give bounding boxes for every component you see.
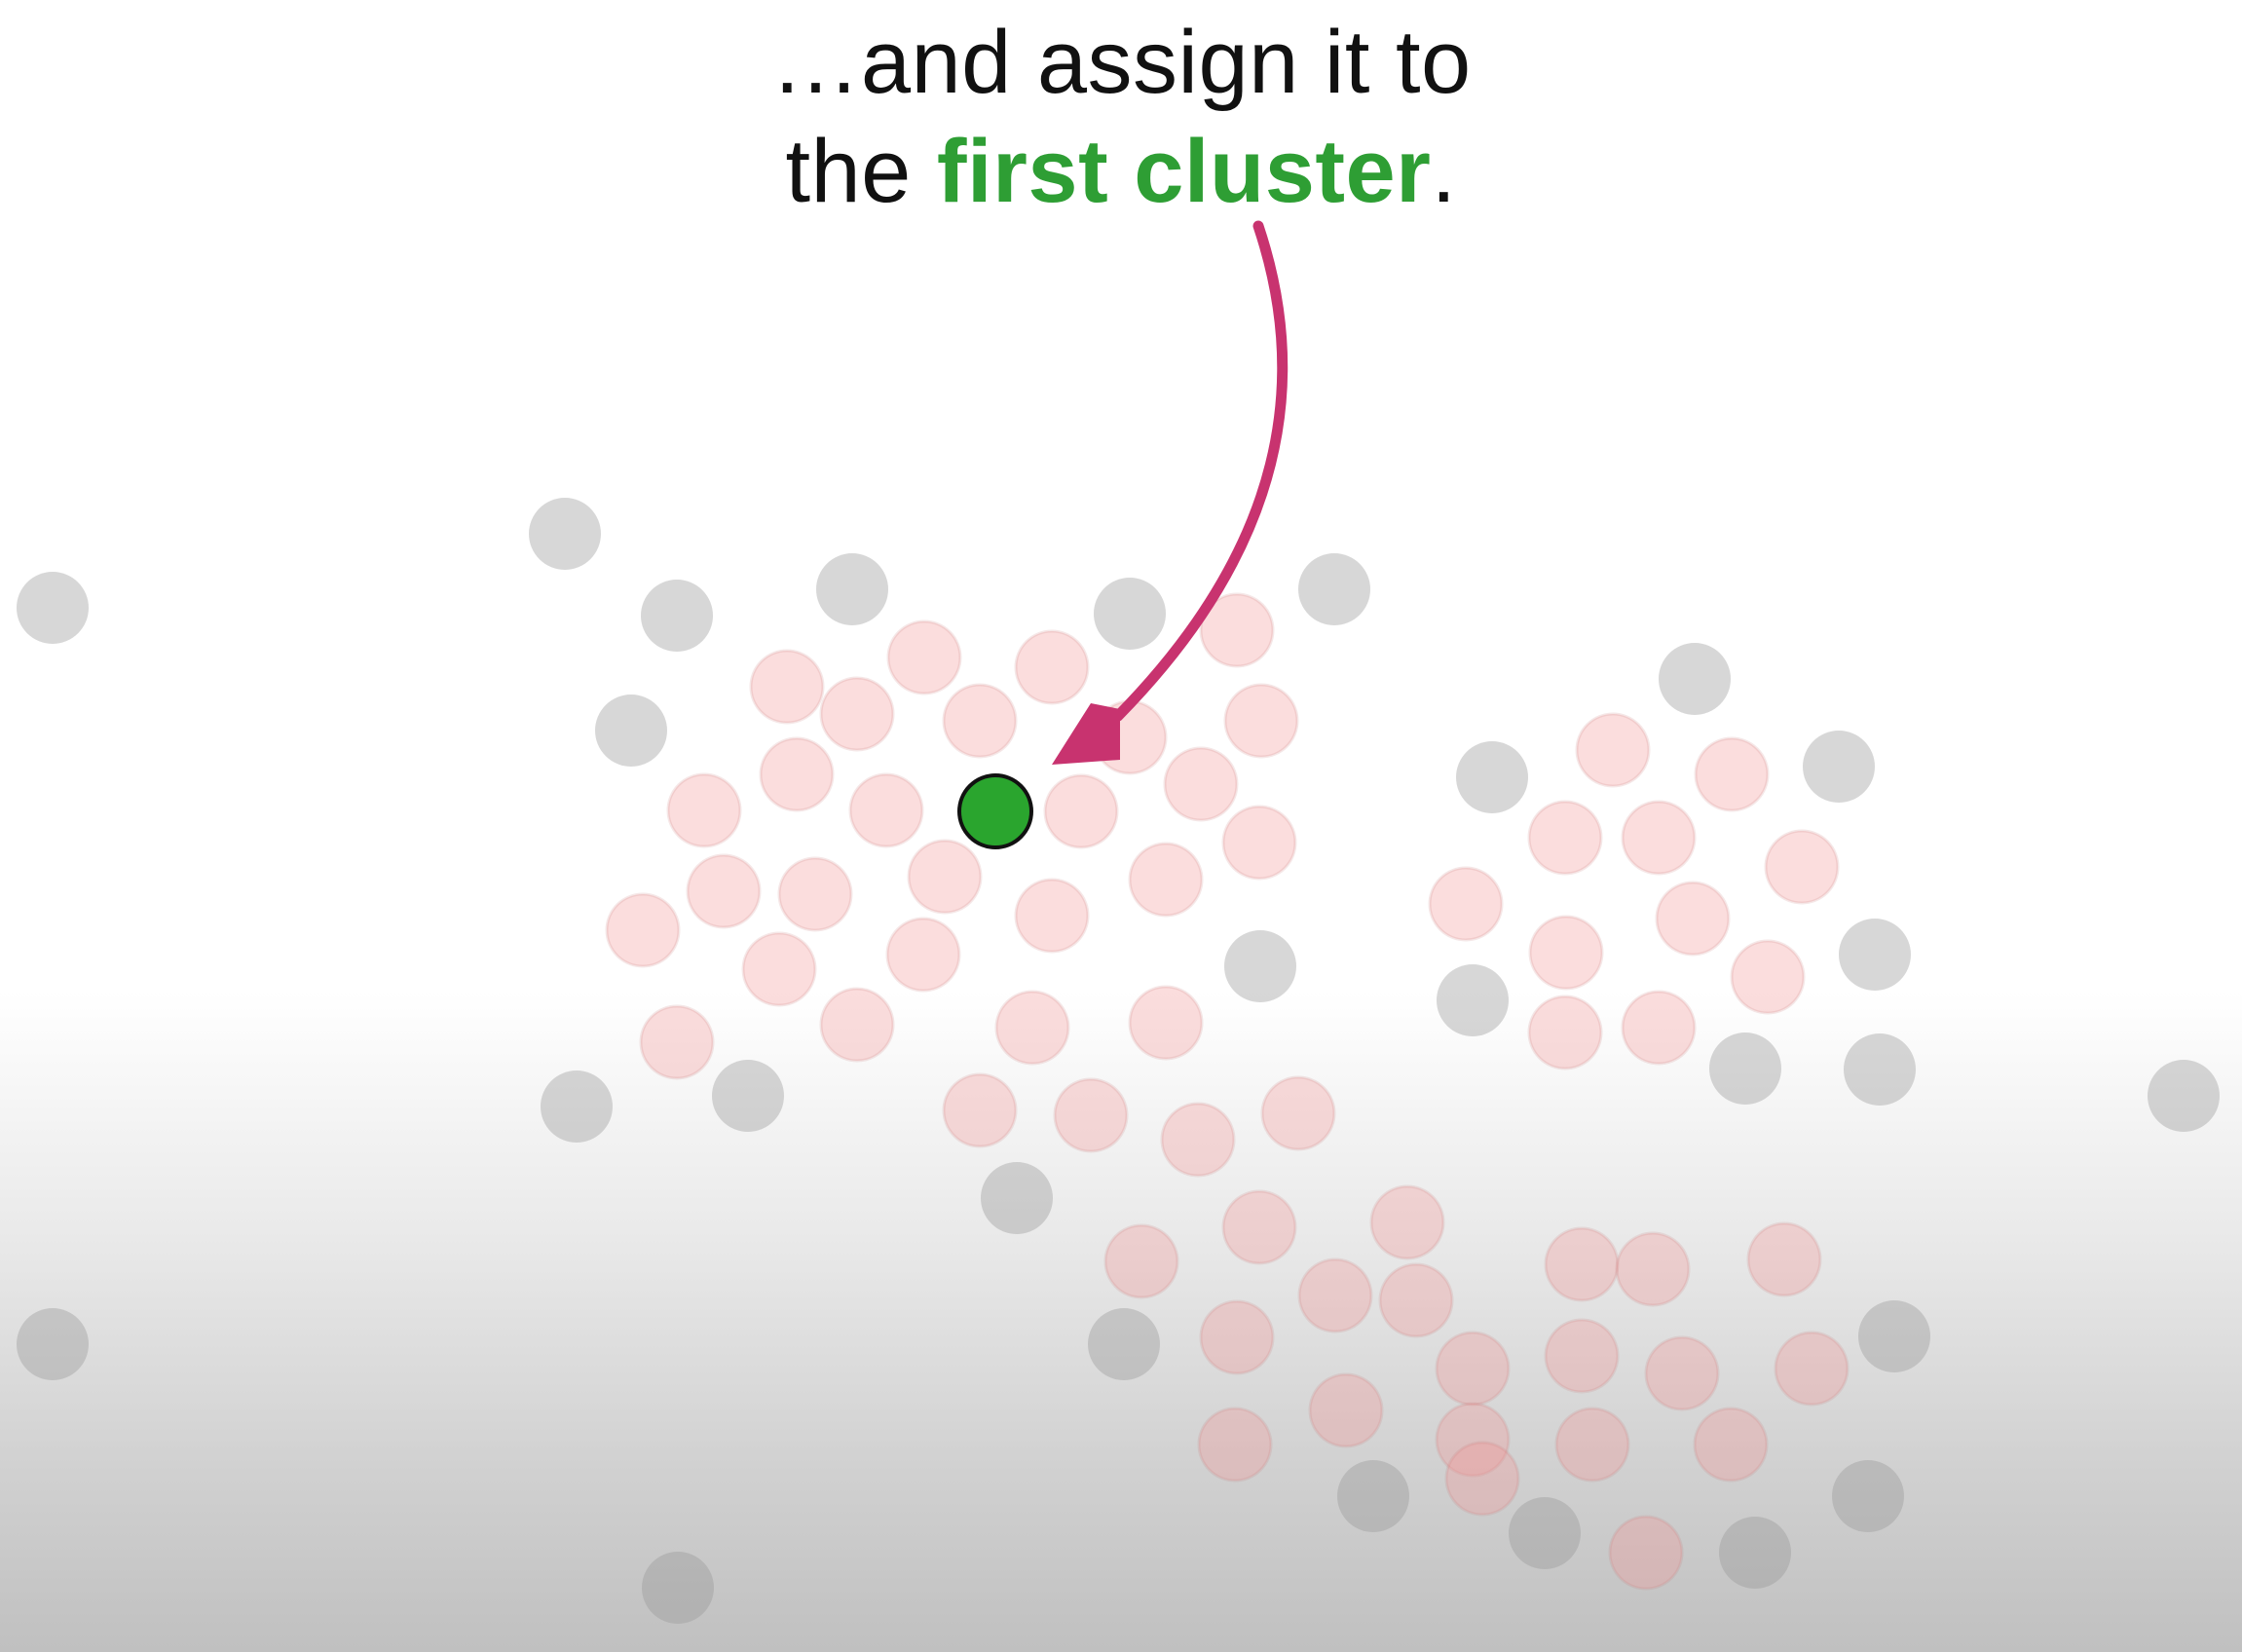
selected-point [957, 773, 1033, 849]
faded-cluster-point [994, 990, 1070, 1066]
caption-line-2: the first cluster. [0, 117, 2242, 226]
faded-cluster-point [777, 856, 853, 932]
faded-cluster-point [1197, 1407, 1273, 1483]
faded-cluster-point [1221, 805, 1297, 881]
faded-cluster-point [1223, 683, 1299, 759]
faded-cluster-point [1435, 1402, 1511, 1478]
faded-cluster-point [759, 736, 835, 812]
faded-cluster-point [1053, 1077, 1129, 1153]
faded-cluster-point [885, 917, 961, 993]
faded-cluster-point [1444, 1441, 1520, 1517]
caption: …and assign it to the first cluster. [0, 8, 2242, 226]
faded-cluster-point [1128, 985, 1204, 1061]
faded-cluster-point [741, 931, 817, 1007]
faded-cluster-point [1128, 842, 1204, 918]
faded-cluster-point [1369, 1184, 1445, 1260]
faded-cluster-point [1199, 592, 1275, 668]
unassigned-point [1088, 1308, 1160, 1380]
faded-cluster-point [1308, 1372, 1384, 1448]
faded-cluster-point [1527, 995, 1603, 1070]
unassigned-point [1839, 919, 1911, 991]
faded-cluster-point [666, 772, 742, 848]
faded-cluster-point [1103, 1223, 1179, 1299]
faded-cluster-point [1644, 1335, 1720, 1411]
unassigned-point [641, 580, 713, 652]
faded-cluster-point [639, 1004, 715, 1080]
unassigned-point [712, 1060, 784, 1132]
unassigned-point [816, 553, 888, 625]
faded-cluster-point [1694, 736, 1770, 812]
faded-cluster-point [1163, 746, 1239, 822]
faded-cluster-point [1615, 1231, 1691, 1307]
unassigned-point [1437, 964, 1509, 1036]
faded-cluster-point [1160, 1102, 1236, 1178]
faded-cluster-point [942, 683, 1018, 759]
unassigned-point [1224, 930, 1296, 1002]
caption-line-1: …and assign it to [770, 13, 1472, 112]
unassigned-point [1659, 643, 1731, 715]
faded-cluster-point [686, 853, 762, 929]
unassigned-point [17, 572, 89, 644]
faded-cluster-point [1746, 1221, 1822, 1297]
faded-cluster-point [1774, 1331, 1850, 1407]
faded-cluster-point [1730, 939, 1806, 1015]
faded-cluster-point [1527, 800, 1603, 876]
unassigned-point [642, 1552, 714, 1624]
faded-cluster-point [907, 839, 983, 915]
unassigned-point [1832, 1460, 1904, 1532]
unassigned-point [595, 695, 667, 767]
faded-cluster-point [1544, 1318, 1620, 1394]
unassigned-point [1337, 1460, 1409, 1532]
unassigned-point [1094, 578, 1166, 650]
faded-cluster-point [819, 987, 895, 1063]
faded-cluster-point [1764, 829, 1840, 905]
faded-cluster-point [1621, 990, 1697, 1066]
faded-cluster-point [1621, 800, 1697, 876]
unassigned-points [17, 498, 2220, 1624]
faded-cluster-points [605, 592, 1850, 1591]
unassigned-point [1719, 1517, 1791, 1589]
unassigned-point [1456, 741, 1528, 813]
unassigned-point [1858, 1300, 1930, 1372]
faded-cluster-point [1655, 881, 1731, 957]
faded-cluster-point [886, 620, 962, 695]
unassigned-point [529, 498, 601, 570]
faded-cluster-point [605, 892, 681, 968]
faded-cluster-point [1575, 712, 1651, 788]
faded-cluster-point [1043, 773, 1119, 849]
unassigned-point [1803, 731, 1875, 803]
unassigned-point [1709, 1032, 1781, 1105]
faded-cluster-point [1428, 866, 1504, 942]
faded-cluster-point [1199, 1299, 1275, 1375]
unassigned-point [2148, 1060, 2220, 1132]
assignment-arrow-shaft [1112, 220, 1289, 722]
assignment-arrow-head [1052, 703, 1120, 765]
faded-cluster-point [1260, 1075, 1336, 1151]
faded-cluster-point [1378, 1262, 1454, 1338]
unassigned-point [1509, 1497, 1581, 1569]
faded-cluster-point [749, 649, 825, 725]
caption-line-2-prefix: the [785, 122, 937, 221]
unassigned-point [17, 1308, 89, 1380]
faded-cluster-point [848, 772, 924, 848]
unassigned-point [1298, 553, 1370, 625]
faded-cluster-point [1693, 1407, 1769, 1483]
unassigned-point [541, 1070, 613, 1143]
cluster-name-highlight: first cluster [936, 122, 1432, 221]
unassigned-point [1844, 1033, 1916, 1106]
faded-cluster-point [819, 676, 895, 752]
caption-line-2-suffix: . [1431, 122, 1457, 221]
faded-cluster-point [1544, 1226, 1620, 1302]
faded-cluster-point [1608, 1515, 1684, 1591]
faded-cluster-point [1554, 1407, 1630, 1483]
faded-cluster-point [1528, 915, 1604, 991]
faded-cluster-point [1014, 629, 1090, 705]
faded-cluster-point [1297, 1258, 1373, 1333]
faded-cluster-point [1435, 1331, 1511, 1407]
faded-cluster-point [1221, 1189, 1297, 1265]
faded-cluster-point [1014, 878, 1090, 954]
faded-cluster-point [942, 1072, 1018, 1148]
unassigned-point [981, 1162, 1053, 1234]
